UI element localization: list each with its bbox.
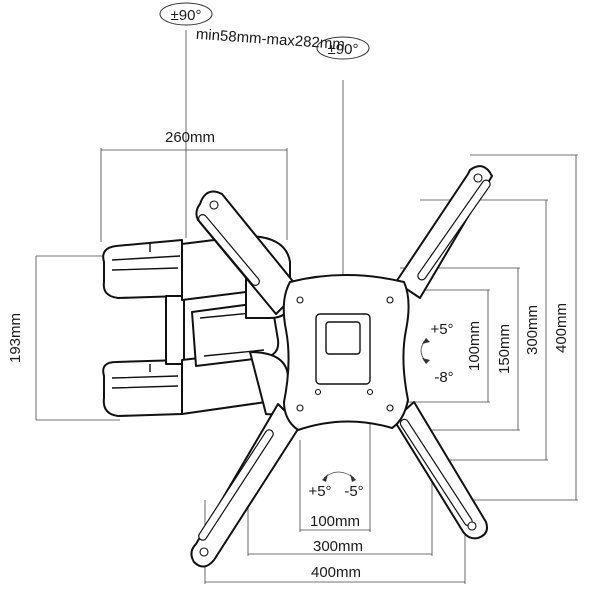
tilt-up-label: +5° — [430, 321, 453, 338]
bracket-arm-top-right — [395, 165, 493, 299]
vertical-dim-mid-outer-label: 300mm — [524, 305, 541, 355]
arm-width-label: 260mm — [165, 129, 215, 146]
vertical-dim-middle-label: 150mm — [496, 324, 513, 374]
level-minus-label: -5° — [344, 483, 363, 500]
swivel-rotation-label: ±90° — [328, 41, 359, 58]
level-plus-label: +5° — [308, 483, 331, 500]
arm-width-dimension — [100, 148, 288, 242]
tilt-arc-icon — [420, 338, 430, 364]
wall-plate — [102, 239, 185, 417]
tilt-down-label: -8° — [434, 369, 453, 386]
arm-extension-label: min58mm-max282mm — [195, 26, 345, 53]
horizontal-dim-middle-label: 300mm — [313, 538, 363, 555]
bracket-arm-bottom-left — [190, 403, 301, 568]
horizontal-dim-outer-label: 400mm — [311, 564, 361, 581]
horizontal-dim-inner-label: 100mm — [310, 513, 360, 530]
rotation-icon-top — [159, 2, 213, 26]
level-arc-icon — [322, 471, 356, 482]
extension-leaders — [185, 30, 344, 280]
tv-center-plate — [282, 274, 410, 431]
vertical-dim-outer-label: 400mm — [553, 303, 570, 353]
top-rotation-label: ±90° — [171, 7, 202, 24]
bracket-arm-bottom-right — [393, 401, 488, 540]
arm-height-label: 193mm — [7, 313, 24, 363]
rotation-icon-swivel — [316, 36, 370, 60]
vertical-dim-inner-label: 100mm — [466, 321, 483, 371]
